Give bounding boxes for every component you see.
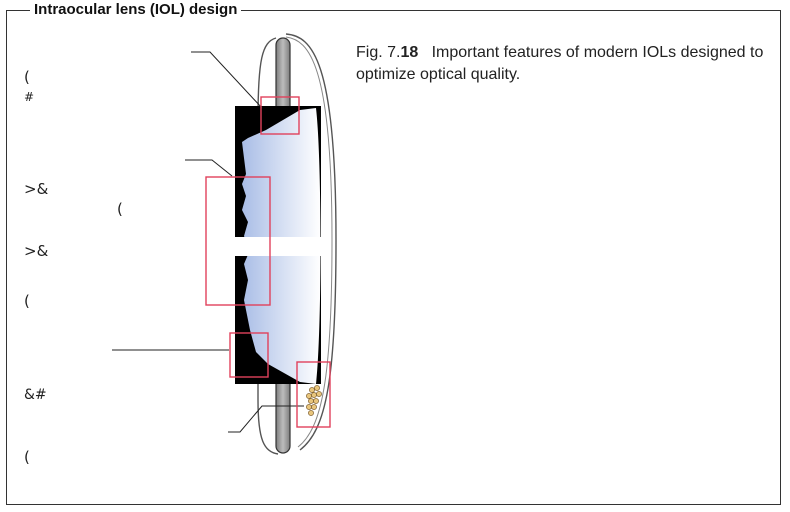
bead-cluster <box>306 385 322 416</box>
capsule-outline-inner <box>285 36 333 448</box>
annotation-label-4: ( <box>117 200 123 218</box>
leader-line-4 <box>228 405 304 433</box>
annotation-label-5: >& <box>24 242 49 260</box>
highlight-box-posterior-edge <box>229 332 269 378</box>
leader-line-2 <box>185 159 233 177</box>
leader-line-1 <box>191 51 263 109</box>
figure-caption: Fig. 7.18 Important features of modern I… <box>356 42 786 86</box>
annotation-label-7: &# <box>24 387 47 403</box>
caption-text: Important features of modern IOLs design… <box>356 44 764 83</box>
annotation-label-1: ( <box>24 68 30 86</box>
annotation-label-2: # <box>24 90 35 104</box>
caption-number: 18 <box>400 44 419 61</box>
caption-prefix: Fig. 7. <box>356 44 401 61</box>
highlight-box-optic-step <box>205 176 271 306</box>
figure-frame <box>6 10 781 505</box>
annotation-label-8: ( <box>24 448 30 466</box>
highlight-box-bead <box>296 361 331 428</box>
figure-title: Intraocular lens (IOL) design <box>30 0 242 20</box>
annotation-label-3: >& <box>24 180 49 198</box>
highlight-box-anterior-edge <box>260 96 300 135</box>
annotation-label-6: ( <box>24 292 30 310</box>
lens-midband <box>228 237 328 256</box>
